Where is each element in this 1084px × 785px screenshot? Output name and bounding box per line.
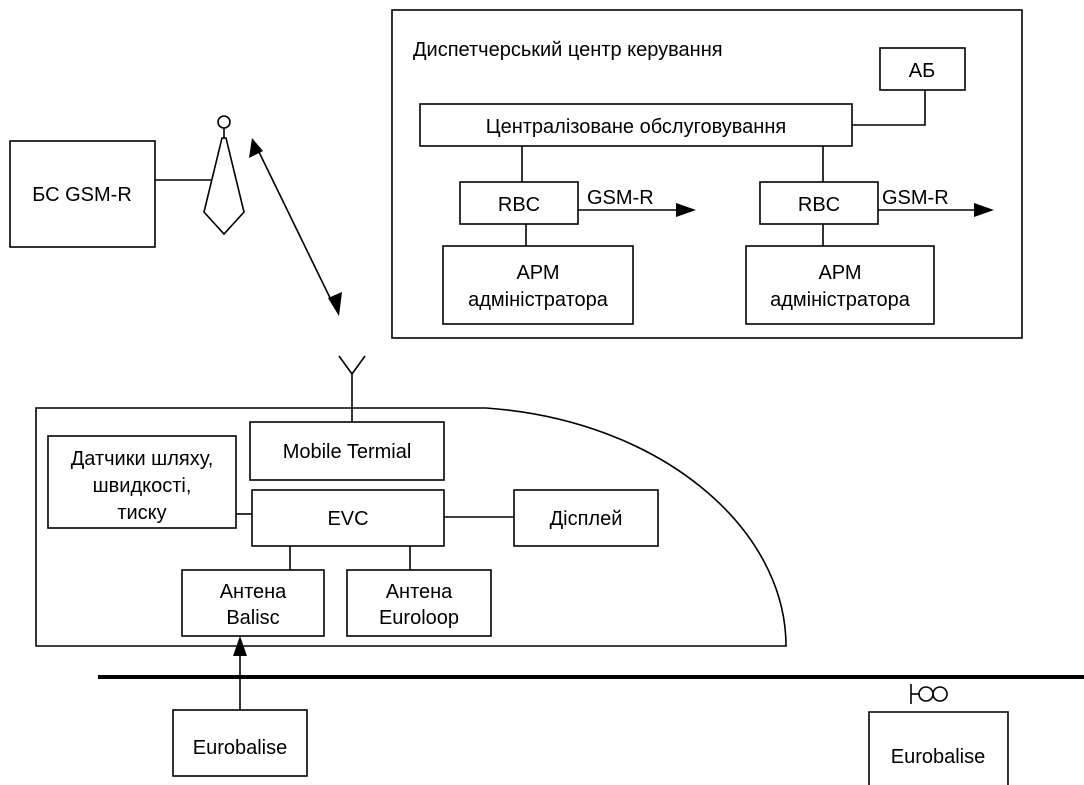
base-station-box: [9, 140, 156, 248]
rbc-right-box: [759, 181, 879, 225]
arm-left-line1: АРМ: [516, 262, 559, 284]
rbc-right-label: RBC: [798, 194, 840, 216]
radio-link-arrow: [249, 138, 342, 316]
rbc-left-box: [459, 181, 579, 225]
train: Mobile Termial Датчики шляху, швидкості,…: [35, 355, 787, 647]
eurobalise-right-box: [868, 711, 1009, 785]
sensors-line1: Датчики шляху,: [71, 448, 214, 470]
onboard-antenna-icon: [338, 355, 366, 422]
eurobalise-left-label: Eurobalise: [193, 737, 288, 759]
antenna-balise-box: [181, 569, 325, 637]
base-station-label: БС GSM-R: [32, 184, 132, 206]
signal-icon: [910, 684, 948, 704]
central-service-label: Централізоване обслуговування: [486, 116, 786, 138]
central-service-box: [419, 103, 853, 147]
train-outline: [35, 407, 787, 647]
track: Eurobalise Eurobalise: [98, 636, 1084, 785]
arm-right-line2: адміністратора: [770, 289, 911, 311]
mobile-terminal-label: Mobile Termial: [283, 441, 412, 463]
control-center: Диспетчерський центр керування АБ Центра…: [391, 9, 1023, 339]
display-label: Дісплей: [550, 508, 623, 530]
evc-label: EVC: [327, 508, 368, 530]
arm-left-line2: адміністратора: [468, 289, 609, 311]
arm-right-box: [745, 245, 935, 325]
antenna-balise-line1: Антена: [220, 581, 287, 603]
sensors-box: [47, 435, 237, 529]
mast-antenna-icon: [203, 115, 245, 236]
control-center-title: Диспетчерський центр керування: [413, 39, 723, 61]
arm-right-line1: АРМ: [818, 262, 861, 284]
gsmr-left-label: GSM-R: [587, 187, 654, 209]
evc-box: [251, 489, 445, 547]
antenna-balise-line2: Balisc: [226, 607, 279, 629]
sensors-line3: тиску: [117, 502, 166, 524]
gsmr-right-label: GSM-R: [882, 187, 949, 209]
ab-connector: [852, 90, 926, 126]
display-box: [513, 489, 659, 547]
antenna-euroloop-box: [346, 569, 492, 637]
antenna-euroloop-line2: Euroloop: [379, 607, 459, 629]
gsmr-left-arrowhead: [676, 203, 696, 217]
base-station: БС GSM-R: [9, 115, 245, 248]
eurobalise-right-label: Eurobalise: [891, 746, 986, 768]
ab-box: [879, 47, 966, 91]
balise-uplink-arrowhead: [233, 636, 247, 656]
arm-left-box: [442, 245, 634, 325]
sensors-line2: швидкості,: [93, 475, 192, 497]
ab-label: АБ: [909, 60, 935, 82]
rbc-left-label: RBC: [498, 194, 540, 216]
mobile-terminal-box: [249, 421, 445, 481]
eurobalise-left-box: [172, 709, 308, 777]
gsmr-right-arrowhead: [974, 203, 994, 217]
antenna-euroloop-line1: Антена: [386, 581, 453, 603]
